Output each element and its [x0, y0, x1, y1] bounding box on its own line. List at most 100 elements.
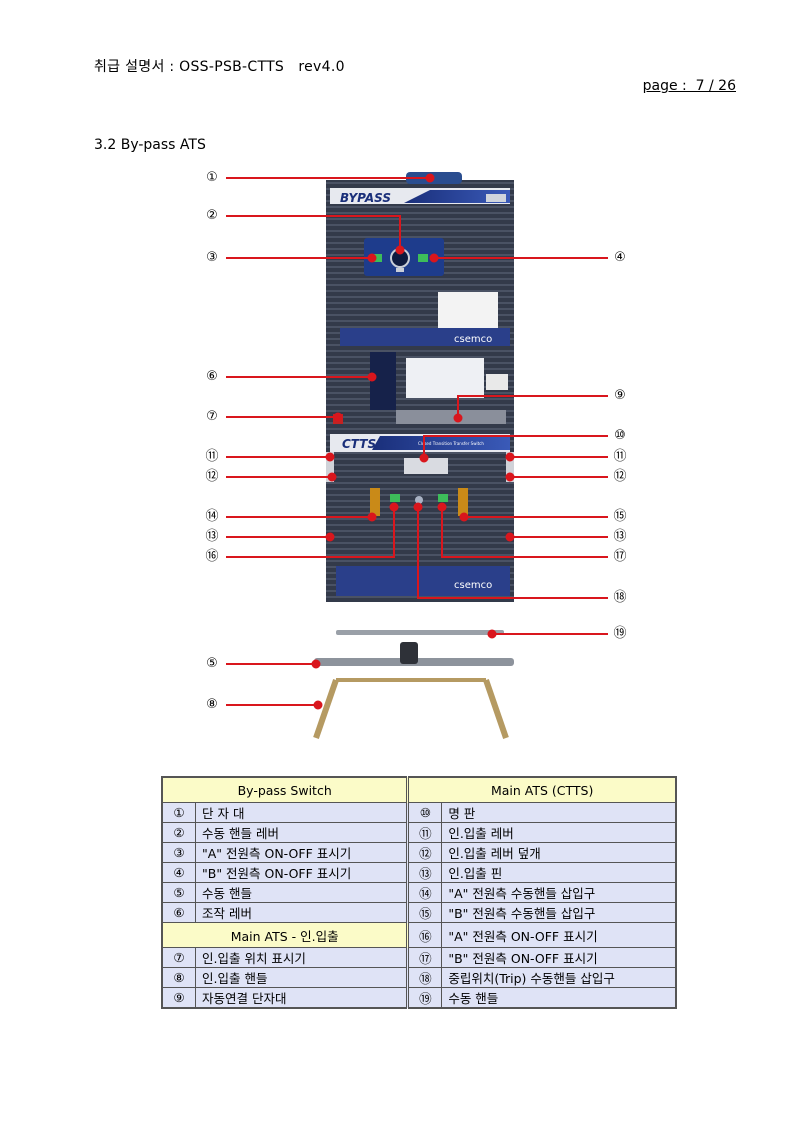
- table-row: ⑥ 조작 레버 ⑮ "B" 전원측 수동핸들 삽입구: [161, 902, 677, 923]
- row-label: 인.입출 레버: [441, 822, 677, 843]
- table-row: ④ "B" 전원측 ON-OFF 표시기 ⑬ 인.입출 핀: [161, 862, 677, 883]
- callout-leaders: [226, 173, 608, 710]
- callout-8: ⑧: [206, 697, 218, 712]
- row-number: ⑤: [161, 882, 196, 903]
- callout-18: ⑱: [613, 590, 627, 605]
- nameplate-badge: [486, 194, 506, 202]
- table-row: ⑦ 인.입출 위치 표시기 ⑰ "B" 전원측 ON-OFF 표시기: [161, 947, 677, 968]
- callout-3: ③: [206, 250, 218, 265]
- row-number: ⑱: [406, 967, 443, 988]
- row-label: 단 자 대: [194, 802, 409, 823]
- trip-socket: [415, 496, 423, 504]
- row-label: "B" 전원측 수동핸들 삽입구: [441, 902, 677, 923]
- callout-13-right: ⑬: [613, 529, 627, 544]
- instruction-sheet: [438, 292, 498, 328]
- row-label: 수동 핸들: [194, 882, 409, 903]
- callout-7: ⑦: [206, 409, 218, 424]
- ctts-sublabel: Closed Transition Transfer Switch: [418, 441, 484, 446]
- handle-socket-b: [458, 488, 468, 516]
- ctts-header-stripe: [372, 436, 510, 450]
- row-label: 인.입출 레버 덮개: [441, 842, 677, 863]
- row-number: ③: [161, 842, 196, 863]
- row-label: "B" 전원측 ON-OFF 표시기: [441, 947, 677, 968]
- row-number: ⑧: [161, 967, 196, 988]
- indicator-a-lamp: [372, 254, 382, 262]
- main-ats-ctts-header: Main ATS (CTTS): [406, 776, 677, 803]
- row-label: 수동 핸들 레버: [194, 822, 409, 843]
- callout-19: ⑲: [613, 626, 627, 641]
- handle-socket-a: [370, 488, 380, 516]
- row-label: "A" 전원측 ON-OFF 표시기: [194, 842, 409, 863]
- operation-chart: [406, 358, 484, 398]
- ctts-label: CTTS: [342, 437, 376, 451]
- brand-upper: csemco: [454, 334, 492, 345]
- row-label: 인.입출 핸들: [194, 967, 409, 988]
- row-label: 명 판: [441, 802, 677, 823]
- page-number: page : 7 / 26: [642, 78, 736, 94]
- drawout-lever-right: [506, 452, 514, 482]
- callout-1: ①: [206, 170, 218, 185]
- connector-strip: [396, 410, 506, 424]
- callout-17: ⑰: [613, 549, 627, 564]
- callout-14: ⑭: [205, 509, 219, 524]
- row-label: 자동연결 단자대: [194, 987, 409, 1009]
- row-number: ⑨: [161, 987, 196, 1009]
- row-label: "A" 전원측 수동핸들 삽입구: [441, 882, 677, 903]
- row-number: ⑫: [406, 842, 443, 863]
- main-ats-drawout-header: Main ATS - 인.입출: [161, 922, 409, 948]
- row-number: ①: [161, 802, 196, 823]
- callout-15: ⑮: [613, 509, 627, 524]
- callout-9: ⑨: [614, 388, 626, 403]
- document-title: 취급 설명서 : OSS-PSB-CTTS rev4.0: [94, 59, 345, 75]
- indicator-b-ctts: [438, 494, 448, 502]
- callout-11-left: ⑪: [205, 449, 219, 464]
- bypass-label: BYPASS: [340, 191, 391, 205]
- row-number: ④: [161, 862, 196, 883]
- bypass-header-stripe: [404, 190, 510, 203]
- brand-lower: csemco: [454, 580, 492, 591]
- callout-5: ⑤: [206, 656, 218, 671]
- row-label: "A" 전원측 ON-OFF 표시기: [441, 922, 677, 948]
- row-number: ⑥: [161, 902, 196, 923]
- row-label: 수동 핸들: [441, 987, 677, 1009]
- brand-strip-upper: [340, 328, 510, 346]
- parts-legend-table: By-pass Switch Main ATS (CTTS) ① 단 자 대 ⑩…: [161, 776, 677, 1009]
- manual-handle-ctts: [336, 630, 504, 635]
- brand-strip-lower: [336, 566, 510, 596]
- row-number: ⑮: [406, 902, 443, 923]
- indicator-a-ctts: [390, 494, 400, 502]
- table-row: ⑧ 인.입출 핸들 ⑱ 중립위치(Trip) 수동핸들 삽입구: [161, 967, 677, 988]
- row-number: ⑯: [406, 922, 443, 948]
- section-title: 3.2 By-pass ATS: [94, 137, 206, 153]
- row-label: 중립위치(Trip) 수동핸들 삽입구: [441, 967, 677, 988]
- table-row: ⑤ 수동 핸들 ⑭ "A" 전원측 수동핸들 삽입구: [161, 882, 677, 903]
- equipment-figure: BYPASS csemco CTTS Closed Transition Tra…: [226, 172, 608, 739]
- manual-operation-area: [370, 352, 396, 410]
- table-row: ③ "A" 전원측 ON-OFF 표시기 ⑫ 인.입출 레버 덮개: [161, 842, 677, 863]
- row-number: ⑰: [406, 947, 443, 968]
- row-label: "B" 전원측 ON-OFF 표시기: [194, 862, 409, 883]
- table-row: ⑨ 자동연결 단자대 ⑲ 수동 핸들: [161, 987, 677, 1009]
- callout-16: ⑯: [205, 549, 219, 564]
- callout-6: ⑥: [206, 369, 218, 384]
- table-row: Main ATS - 인.입출 ⑯ "A" 전원측 ON-OFF 표시기: [161, 922, 677, 948]
- callout-4: ④: [614, 250, 626, 265]
- row-number: ⑪: [406, 822, 443, 843]
- bypass-switch-header: By-pass Switch: [161, 776, 409, 803]
- callout-10: ⑩: [614, 428, 626, 443]
- drawout-lever-left: [326, 452, 334, 482]
- table-row: ② 수동 핸들 레버 ⑪ 인.입출 레버: [161, 822, 677, 843]
- row-number: ⑩: [406, 802, 443, 823]
- callout-2: ②: [206, 208, 218, 223]
- callout-12-right: ⑫: [613, 469, 627, 484]
- row-label: 조작 레버: [194, 902, 409, 923]
- row-number: ⑲: [406, 987, 443, 1009]
- callout-13-left: ⑬: [205, 529, 219, 544]
- row-number: ⑦: [161, 947, 196, 968]
- row-number: ⑭: [406, 882, 443, 903]
- indicator-b-lamp: [418, 254, 428, 262]
- ctts-nameplate: [404, 458, 448, 474]
- callout-12-left: ⑫: [205, 469, 219, 484]
- row-number: ⑬: [406, 862, 443, 883]
- row-number: ②: [161, 822, 196, 843]
